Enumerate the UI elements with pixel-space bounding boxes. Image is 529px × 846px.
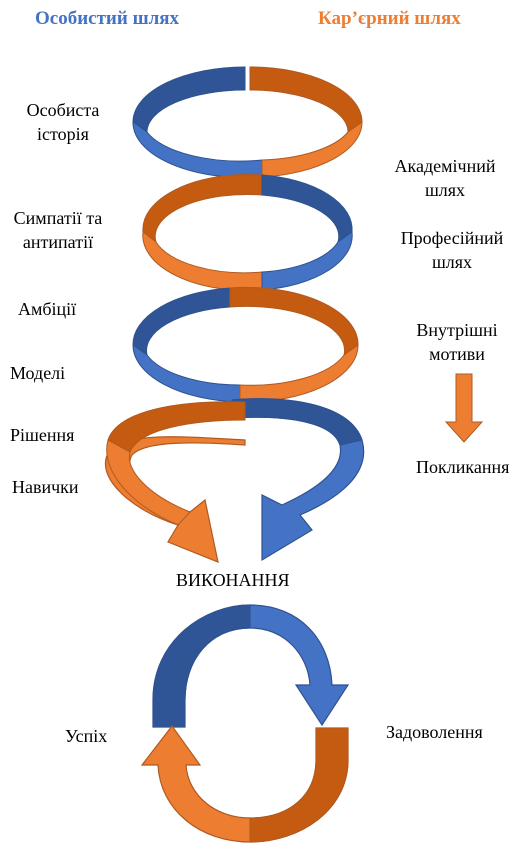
ring-3-front-blue: [132, 344, 241, 403]
label-academic-line1: Академічний: [394, 156, 496, 176]
ring-3-back-blue: [132, 287, 231, 357]
label-sympathies: Симпатії та антипатії: [0, 206, 116, 254]
label-inner-motives: Внутрішні мотиви: [402, 318, 512, 366]
label-models: Моделі: [10, 363, 66, 383]
success-cycle: [140, 604, 350, 843]
header-career-path: Кар’єрний шлях: [318, 8, 461, 29]
ring-2-back-blue: [261, 174, 353, 244]
label-skills: Навички: [12, 477, 79, 497]
label-ambitions: Амбіції: [18, 299, 77, 319]
ring-1-front-blue: [132, 121, 263, 179]
ring-2-back-orange: [142, 174, 263, 244]
label-execution: ВИКОНАННЯ: [176, 570, 290, 590]
label-professional-line2: шлях: [431, 252, 473, 272]
label-sympathies-line1: Симпатії та: [13, 208, 103, 228]
label-personal-history: Особиста історія: [8, 98, 118, 146]
label-academic-path: Академічний шлях: [384, 154, 506, 202]
ring-2-front-orange: [142, 231, 263, 291]
header-personal-path: Особистий шлях: [35, 8, 180, 29]
blue-arrow-top-shade: [231, 398, 363, 446]
label-satisfaction: Задоволення: [386, 722, 483, 742]
ring-3: [132, 286, 359, 403]
label-personal-history-line2: історія: [37, 124, 89, 144]
ring-1-back-orange: [249, 66, 363, 133]
label-professional-line1: Професійний: [400, 228, 504, 248]
ring-1: [132, 66, 363, 179]
cycle-blue-shade: [152, 604, 251, 728]
ring-1-back-blue: [132, 66, 246, 133]
ring-3-front-orange: [239, 344, 359, 403]
label-inner-motives-line2: мотиви: [429, 344, 485, 364]
label-calling: Покликання: [416, 457, 510, 477]
orange-arrow-top-shade: [107, 401, 246, 453]
label-decisions: Рішення: [10, 425, 75, 445]
down-arrow-icon: [444, 373, 484, 443]
ring-2: [142, 174, 353, 291]
label-academic-line2: шлях: [424, 180, 466, 200]
ring-1-front-orange: [261, 121, 363, 178]
label-sympathies-line2: антипатії: [22, 232, 94, 252]
cycle-orange-shade: [249, 727, 349, 843]
label-success: Успіх: [65, 726, 108, 746]
label-professional-path: Професійний шлях: [392, 226, 512, 274]
orange-arrow-band: [106, 439, 191, 526]
ring-3-back-orange: [229, 286, 359, 357]
label-personal-history-line1: Особиста: [26, 100, 100, 120]
label-inner-motives-line1: Внутрішні: [416, 320, 498, 340]
